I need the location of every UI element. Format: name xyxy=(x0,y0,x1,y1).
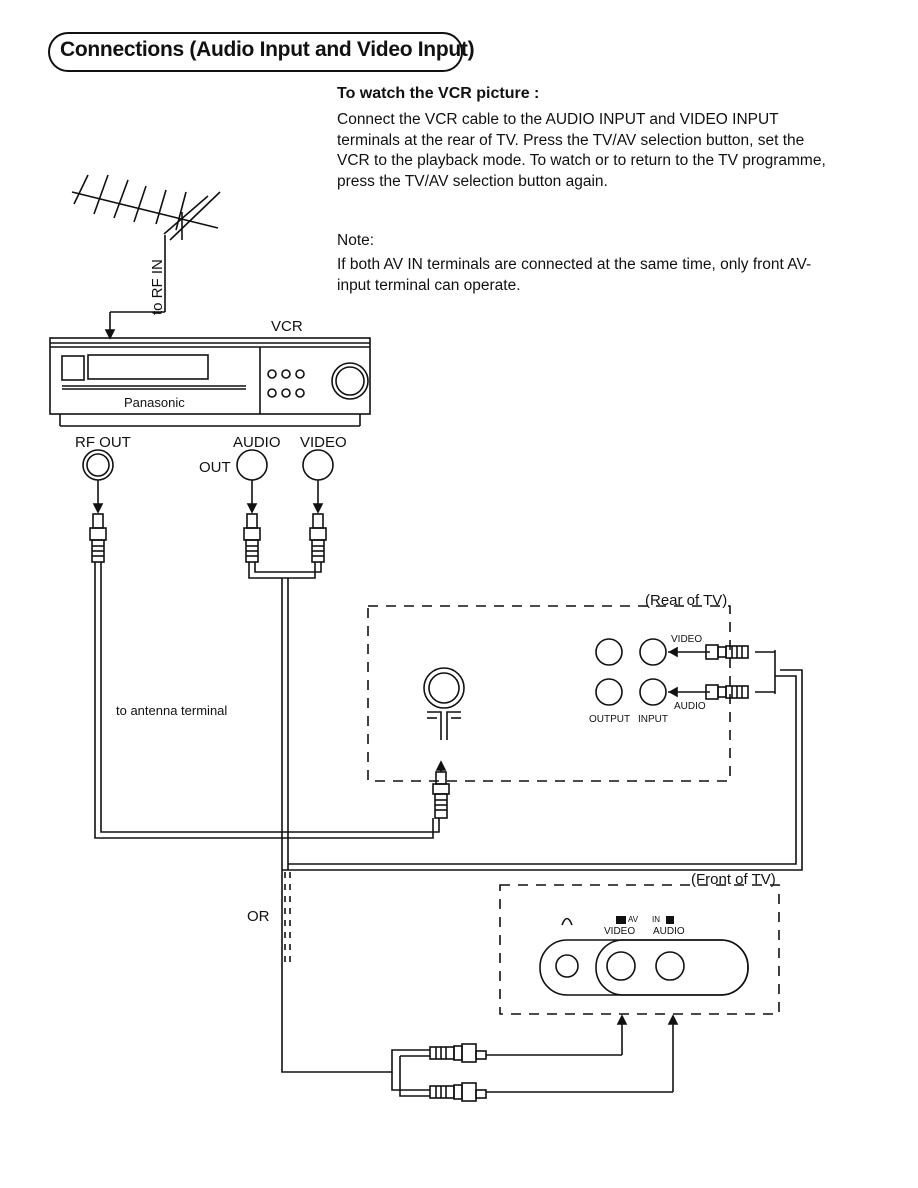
rear-of-tv-label: (Rear of TV) xyxy=(645,592,727,609)
vcr-unit xyxy=(49,337,371,427)
front-audio-label: AUDIO xyxy=(653,926,685,937)
out-label: OUT xyxy=(199,459,231,476)
note-label: Note: xyxy=(337,232,375,249)
front-in-label: IN xyxy=(652,915,660,924)
antenna-icon xyxy=(71,174,221,340)
instructions-body: Connect the VCR cable to the AUDIO INPUT… xyxy=(337,111,826,190)
video-label: VIDEO xyxy=(300,434,347,451)
front-av-label: AV xyxy=(628,915,639,924)
front-plugs xyxy=(429,1043,487,1102)
front-of-tv-label: (Front of TV) xyxy=(691,871,776,888)
rear-plugs xyxy=(705,644,749,700)
rf-out-label: RF OUT xyxy=(75,434,131,451)
antenna-terminal-label: to antenna terminal xyxy=(116,703,227,718)
note-text: If both AV IN terminals are connected at… xyxy=(337,256,812,294)
or-label: OR xyxy=(247,908,270,925)
title-frame xyxy=(48,32,463,72)
rear-output-label: OUTPUT xyxy=(589,714,630,725)
rear-audio-label: AUDIO xyxy=(674,701,706,712)
vcr-brand: Panasonic xyxy=(124,395,185,410)
to-rf-in-label: to RF IN xyxy=(149,259,166,315)
instructions-heading: To watch the VCR picture : xyxy=(337,85,540,102)
front-video-label: VIDEO xyxy=(604,926,635,937)
rear-input-label: INPUT xyxy=(638,714,668,725)
audio-label: AUDIO xyxy=(233,434,281,451)
vcr-plugs xyxy=(89,513,327,563)
rear-video-label: VIDEO xyxy=(671,634,702,645)
vcr-label: VCR xyxy=(271,318,303,335)
page-title: Connections (Audio Input and Video Input… xyxy=(60,38,475,61)
